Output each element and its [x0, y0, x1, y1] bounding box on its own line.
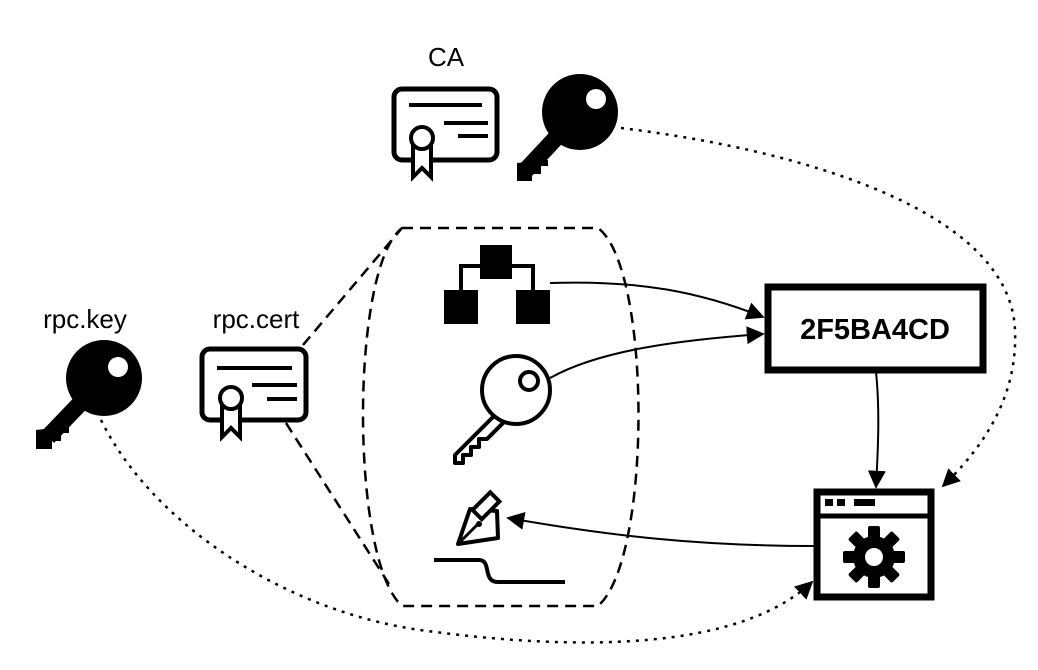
fingerprint-box: 2F5BA4CD	[764, 283, 987, 374]
fingerprint-value: 2F5BA4CD	[800, 314, 950, 346]
certificate-contents-outline	[284, 226, 640, 608]
ca-key-icon	[517, 74, 618, 181]
arrow-fingerprint-to-app	[867, 371, 886, 489]
public-key-icon	[453, 354, 552, 465]
solid-arrows	[506, 281, 886, 547]
app-window-gear-icon	[813, 488, 935, 601]
rpc-certificate-icon	[199, 346, 309, 442]
arrow-key-to-fingerprint	[549, 326, 765, 379]
arrow-app-to-signature	[506, 511, 816, 547]
rpc-key-label: rpc.key	[43, 304, 127, 334]
signature-icon	[434, 489, 565, 584]
hierarchy-icon	[444, 245, 550, 324]
rpc-cert-label: rpc.cert	[213, 304, 300, 334]
ca-certificate-icon	[391, 86, 500, 182]
ca-label: CA	[428, 42, 465, 72]
rpc-key-icon	[36, 340, 142, 449]
arrow-hierarchy-to-fingerprint	[549, 281, 765, 320]
